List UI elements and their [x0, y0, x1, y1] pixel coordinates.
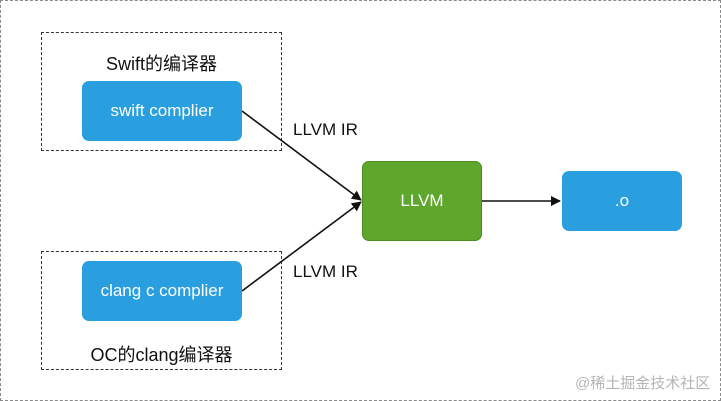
object-file-node: .o — [562, 171, 682, 231]
edge-swift-to-llvm — [241, 110, 362, 201]
clang-compiler-group-label: OC的clang编译器 — [90, 345, 233, 365]
edge-label-clang-llvm-ir: LLVM IR — [293, 262, 358, 281]
clang-compiler-group — [41, 251, 282, 370]
swift-compiler-group — [41, 32, 282, 151]
edge-clang-to-llvm — [241, 201, 362, 292]
edge-label-swift-llvm-ir: LLVM IR — [293, 120, 358, 139]
swift-compiler-node: swift complier — [82, 81, 242, 141]
llvm-node: LLVM — [362, 161, 482, 241]
swift-compiler-group-label: Swift的编译器 — [105, 54, 217, 74]
clang-compiler-node: clang c complier — [82, 261, 242, 321]
watermark-text: @稀土掘金技术社区 — [575, 375, 711, 392]
